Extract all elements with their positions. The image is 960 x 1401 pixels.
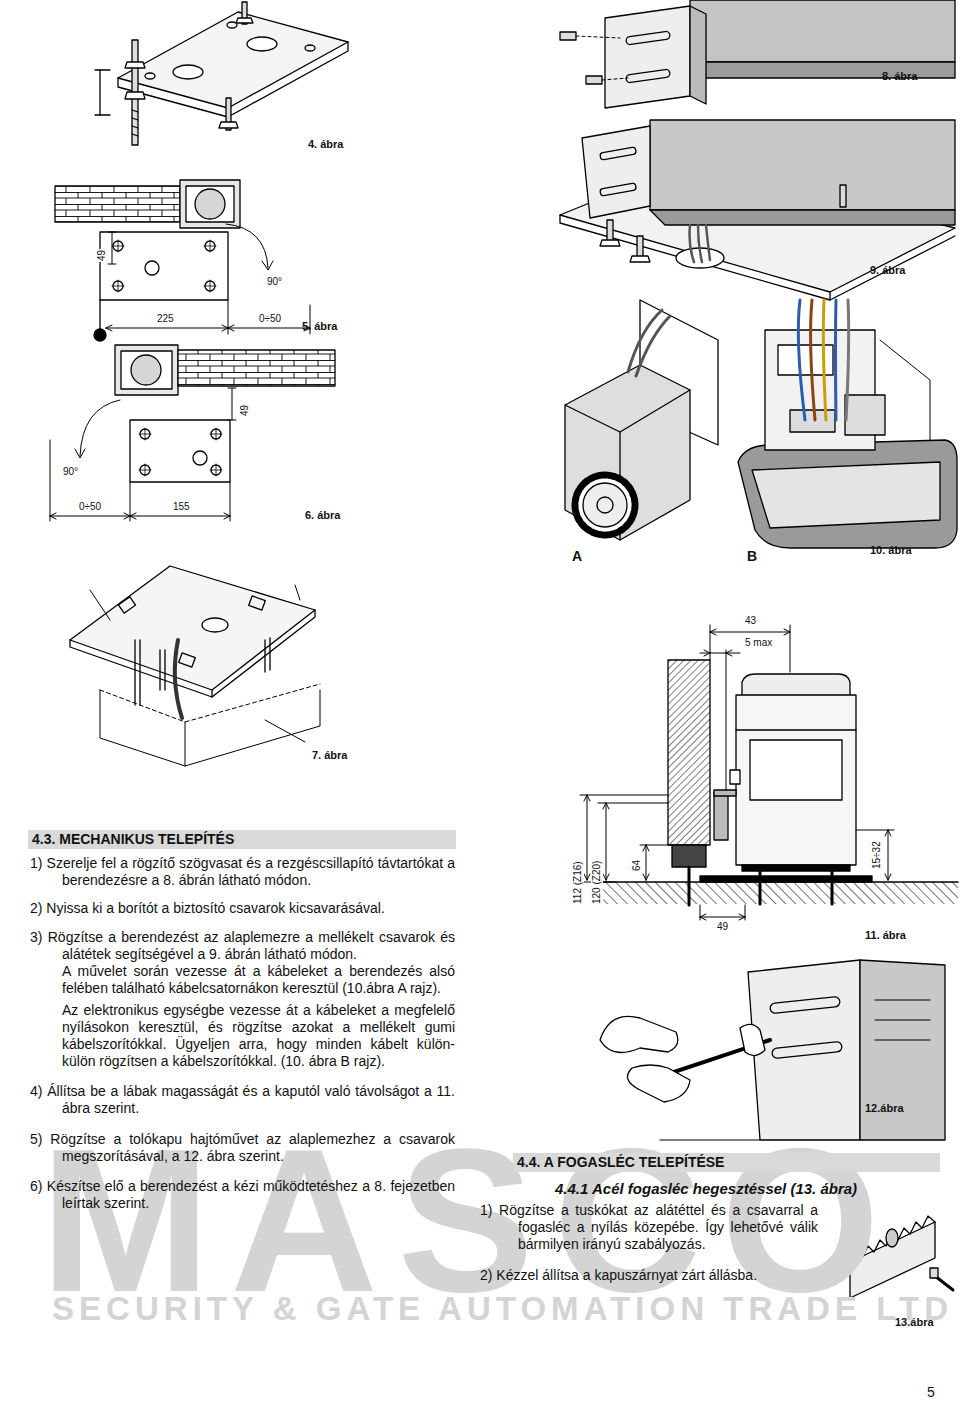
dimension: 0÷50 [258,313,282,325]
angle: 90° [266,276,283,288]
dimension: 49 [239,404,251,417]
text-column: 1) Rögzítse a tuskókat az alátéttel és a… [480,1202,818,1284]
tightening-figure [600,960,945,1140]
figure-caption: 4. ábra [308,138,343,151]
bracket-figure [560,0,955,108]
text-column: 1) Szerelje fel a rögzítő szögvasat és a… [30,855,455,1212]
figure-caption: 8. ábra [882,70,917,83]
angle: 90° [62,466,79,478]
dimension: 64 [631,859,643,872]
dimension: 49 [716,921,729,933]
instruction-step: 1) Szerelje fel a rögzítő szögvasat és a… [30,855,455,889]
base-plate-figure [95,2,348,145]
instruction-step: 1) Rögzítse a tuskókat az alátéttel és a… [480,1202,818,1253]
dimension: 49 [96,249,108,262]
dimension: 15÷32 [871,840,883,870]
drawing-letter: B [747,548,757,564]
dimension: 5 max [744,637,773,649]
cable-routing-figure [565,300,957,548]
figure-caption: 7. ábra [312,749,347,762]
subsection-heading: 4.4.1 Acél fogasléc hegesztéssel (13. áb… [555,1180,857,1197]
dimension: 0÷50 [78,501,102,513]
instruction-note: Az elektronikus egységbe vezesse át a ká… [30,1002,455,1070]
section-band: 4.3. MECHANIKUS TELEPÍTÉS [28,830,456,849]
section-heading: 4.4. A FOGASLÉC TELEPÍTÉSE [517,1154,724,1170]
instruction-step: 2) Kézzel állítsa a kapuszárnyat zárt ál… [480,1267,818,1284]
dimension: 112 (Z16) [572,860,584,905]
dimension: 225 [156,313,175,325]
section-band: 4.4. A FOGASLÉC TELEPÍTÉSE [513,1153,940,1172]
figure-caption: 9. ábra [870,264,905,277]
figure-caption: 5. ábra [302,320,337,333]
page-number: 5 [927,1384,935,1400]
figure-caption: 12.ábra [865,1102,904,1115]
instruction-step: 3) Rögzítse a berendezést az alaplemezre… [30,929,455,963]
wall-plan-left [50,345,335,521]
instruction-step: 2) Nyissa ki a borítót a biztosító csava… [30,900,455,917]
motor-on-plate-figure [560,120,955,300]
figure-caption: 10. ábra [870,544,912,557]
figure-caption: 6. ábra [305,509,340,522]
drawing-letter: A [572,548,582,564]
instruction-step: 5) Rögzítse a tolókapu hajtóművet az ala… [30,1131,455,1165]
figure-caption: 11. ábra [865,929,906,942]
instruction-step: 6) Készítse elő a berendezést a kézi műk… [30,1178,455,1212]
dimension: 155 [172,501,191,513]
dimension: 120 (Z20) [591,860,603,905]
section-heading: 4.3. MECHANIKUS TELEPÍTÉS [32,831,234,847]
instruction-note: A művelet során vezesse át a kábeleket a… [30,963,455,997]
wall-plan-right [55,180,310,341]
instruction-step: 4) Állítsa be a lábak magasságát és a ka… [30,1083,455,1117]
figure-caption: 13.ábra [895,1316,934,1329]
foundation-figure [70,566,320,766]
side-view-figure [580,625,958,920]
watermark: SECURITY & GATE AUTOMATION TRADE LTD [52,1292,953,1325]
dimension: 43 [744,615,757,627]
